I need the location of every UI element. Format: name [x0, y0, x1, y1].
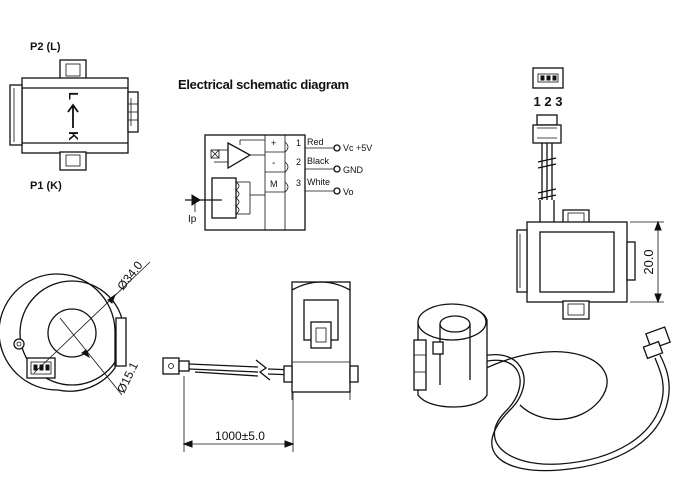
pin-2-color: Black: [307, 156, 330, 166]
schematic-m: M: [270, 179, 278, 189]
schematic-plus: +: [271, 138, 276, 148]
schematic-pin-3: 3 White Vo: [284, 177, 354, 197]
height-dimension: 20.0: [641, 249, 656, 274]
pin-2-number: 2: [296, 157, 301, 167]
pin-2-signal: GND: [343, 165, 364, 175]
direction-arrow-icon: [67, 103, 79, 128]
cable-side-view: 1000±5.0: [162, 281, 359, 452]
cable-length-dimension: 1000±5.0: [215, 429, 265, 443]
ring-front-view: Ø34.0 Ø15.1: [0, 258, 151, 395]
label-p1: P1 (K): [30, 180, 62, 192]
connector-pin-numbers: 1 2 3: [534, 94, 563, 109]
pin-1-number: 1: [296, 138, 301, 148]
sensor-side-view: 1 2 3 20.0: [516, 67, 664, 320]
pin-1-color: Red: [307, 137, 324, 147]
schematic-title: Electrical schematic diagram: [178, 77, 349, 92]
pin-3-color: White: [307, 177, 330, 187]
electrical-schematic: Electrical schematic diagram + - M Ip: [178, 77, 372, 231]
pin-3-number: 3: [296, 178, 301, 188]
label-ip: Ip: [188, 214, 197, 225]
label-p2: P2 (L): [30, 41, 61, 53]
pin-3-signal: Vo: [343, 187, 354, 197]
sensor-top-view: P2 (L) L K P1 (K): [9, 41, 139, 192]
label-arrow-k: K: [66, 131, 81, 141]
pin-1-signal: Vc +5V: [343, 143, 372, 153]
schematic-minus: -: [272, 158, 275, 169]
schematic-pin-1: 1 Red Vc +5V: [284, 137, 372, 153]
label-arrow-l: L: [66, 92, 81, 100]
outer-diameter-dimension: Ø34.0: [114, 258, 145, 293]
schematic-pin-2: 2 Black GND: [284, 156, 364, 175]
sensor-perspective-view: [413, 303, 671, 472]
